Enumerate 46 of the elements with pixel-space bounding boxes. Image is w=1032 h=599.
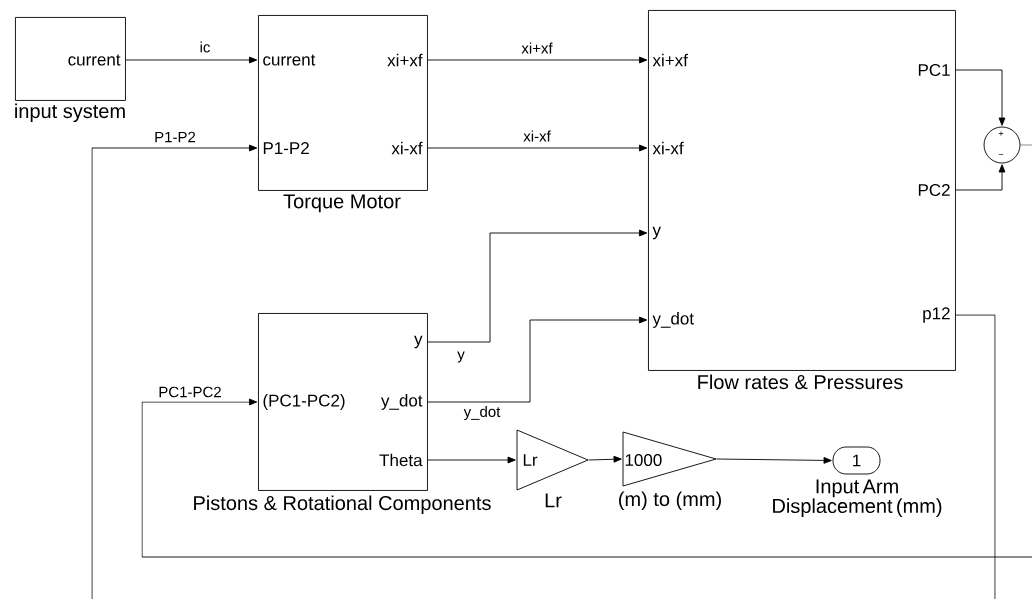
node-label: xi-xf [391,141,423,155]
node-label: y [652,226,661,240]
signal-line [955,314,996,599]
subsystem-block: xi+xf xi-xf y y_dot PC1 PC2 p12 [648,10,956,371]
edge-label: xi+xf [520,41,554,55]
edge-label: P1-P2 [153,130,197,144]
node-label: P1-P2 [263,142,309,154]
block-label: Pistons & Rotational Components [194,495,491,515]
node-label: xi-xf [652,141,684,155]
subsystem-block: current [15,17,126,101]
node-label: p12 [923,307,950,323]
signal-line [716,457,832,464]
block-label: Lr [545,493,562,508]
signal-line [427,144,648,152]
signal-line [141,398,1032,558]
sum-block: + − [983,126,1021,164]
outport-block: 1 [832,446,881,475]
node-label: xi+xf [387,53,423,67]
node-label: xi+xf [652,53,688,67]
signal-line [427,229,648,343]
signal-line [955,164,1006,191]
edge-label: xi-xf [522,129,552,143]
node-label: PC1 [918,63,950,77]
block-label: Flow rates & Pressures [698,374,903,390]
edge-label: y [456,350,466,364]
signal-line [588,455,622,463]
edge-label: y_dot [462,405,502,421]
subsystem-block: current P1-P2 xi+xf xi-xf [258,15,428,191]
subsystem-block: (PC1-PC2) y y_dot Theta [258,313,428,491]
edge-label: ic [198,40,212,54]
node-label: PC2 [918,183,950,197]
signal-line [125,56,258,64]
signal-line [427,56,648,64]
gain-block: Lr [516,429,589,491]
gain-block: 1000 [622,431,717,487]
block-label: Torque Motor [283,194,401,213]
signal-line [427,456,516,464]
signal-line [427,316,648,403]
signal-line [955,69,1006,126]
node-label: current [263,54,316,66]
signal-line [91,144,258,599]
block-label: input system [15,103,125,123]
node-label: y_dot [652,312,694,328]
edge-label: PC1-PC2 [157,385,223,399]
block-label: Input Arm Displacement (mm) [773,479,942,517]
block-label: (m) to (mm) [619,491,721,511]
